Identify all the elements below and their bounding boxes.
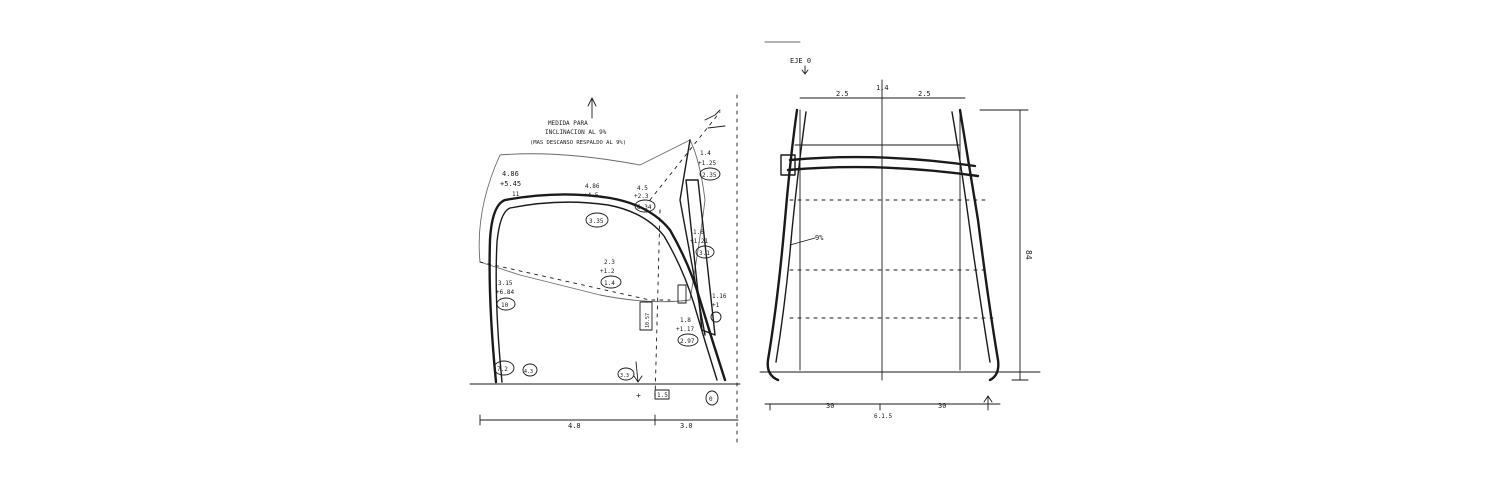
label-top-right-circ: 6.34: [637, 204, 652, 211]
circ-left-mid: [496, 297, 516, 311]
front-top-bar: [788, 155, 977, 168]
circ-upper: [585, 212, 609, 228]
backrest-dashed: [649, 111, 721, 201]
slope-leader: [789, 237, 816, 246]
label-top-left-b: +5.45: [500, 180, 521, 188]
label-top-mid-b: +4.5: [584, 192, 599, 199]
side-note-line-2: INCLINACION AL 9%: [545, 129, 607, 136]
label-bottom-left-circ2: 4.3: [524, 369, 533, 375]
circ-bottom-mid: [617, 367, 635, 381]
side-note-line-1: MEDIDA PARA: [548, 120, 588, 127]
bottom-mid-tick: [633, 361, 643, 383]
circ-right-low: [677, 333, 699, 347]
label-right-low-circ: 2.97: [680, 338, 695, 345]
circ-right-top: [699, 167, 721, 181]
box-side-mark-2: [677, 284, 687, 304]
circ-top-right: [634, 199, 656, 213]
label-bottom-box: 1.5: [657, 392, 668, 399]
label-right-low-a: 1.8: [680, 317, 691, 324]
label-bottom-dim-left: 30: [826, 402, 834, 410]
box-side-mark: [639, 301, 653, 331]
label-top-dim-right: 2.5: [918, 90, 931, 98]
box-bottom: [654, 389, 670, 400]
side-diagonal-guide: [479, 261, 671, 301]
label-right-mid-b: +1.21: [690, 238, 708, 245]
label-bottom-dim-right: 30: [938, 402, 946, 410]
label-mid-circ: 1.4: [604, 280, 615, 287]
label-right-top-b: +1.25: [698, 160, 716, 167]
label-mid-a: 2.3: [604, 259, 615, 266]
label-right-mid-a: 1.6: [693, 229, 704, 236]
circ-bottom-left-2: [522, 363, 538, 377]
label-top-marker: EJE 0: [790, 57, 811, 65]
label-top-left-c: 11: [512, 191, 520, 198]
backrest-bar-1: [679, 139, 706, 336]
label-left-mid-circ: 10: [501, 302, 509, 309]
front-frame-left: [766, 108, 799, 382]
label-dim-bottom-left: 4.8: [568, 422, 581, 430]
label-far-right-a: 1.16: [712, 293, 727, 300]
label-top-dim-left: 2.5: [836, 90, 849, 98]
side-note-line-3: (MAS DESCANSO RESPALDO AL 9%): [530, 140, 626, 146]
side-frame-inner: [495, 201, 718, 383]
side-frame-main: [488, 193, 727, 384]
label-upper-circ: 3.35: [589, 218, 604, 225]
front-top-bar-2: [786, 165, 980, 178]
label-top-right-a: 4.5: [637, 185, 648, 192]
label-right-low-b: +1.17: [676, 326, 694, 333]
circ-bottom-right: [705, 390, 719, 406]
label-left-mid-a: 3.15: [498, 280, 513, 287]
backrest-tick: [704, 109, 726, 129]
label-right-top-a: 1.4: [700, 150, 711, 157]
side-vertical-guide-2: [654, 209, 661, 401]
top-marker-arrow: [801, 65, 809, 75]
label-top-dim-mid: 1.4: [876, 84, 889, 92]
circ-far-right: [710, 311, 722, 323]
label-box: 10.57: [645, 313, 651, 328]
side-view: MEDIDA PARA INCLINACION AL 9% (MAS DESCA…: [469, 94, 741, 446]
label-far-right-b: +1: [712, 302, 720, 309]
circ-right-mid: [695, 245, 715, 259]
label-plus-mark: +: [636, 391, 641, 400]
label-mid-b: +1.2: [600, 268, 615, 275]
circ-mid: [600, 275, 622, 289]
label-dim-bottom-right: 3.0: [680, 422, 693, 430]
label-top-left-a: 4.86: [502, 170, 519, 178]
front-frame-left-inner: [775, 111, 807, 363]
label-slope: 9%: [815, 234, 824, 242]
front-height-dim: [979, 109, 1029, 381]
label-right-mid-circ: 3.1: [699, 250, 710, 257]
label-right-top-circ: 2.35: [702, 172, 717, 179]
label-bottom-left-circ1: 7.2: [497, 366, 508, 373]
side-dim-line: [479, 414, 739, 426]
backrest-bar-2: [685, 179, 716, 336]
label-bottom-mid-circ: 3.3: [620, 373, 629, 379]
front-frame-right: [958, 108, 1000, 382]
label-left-mid-b: +6.84: [496, 289, 514, 296]
front-bottom-dim: [769, 395, 993, 411]
front-view: EJE 0 2.5 1.4 2.5 9% 84 30 6.1.5: [759, 41, 1041, 420]
front-left-joint: [780, 154, 796, 176]
label-bottom-dim-mid: 6.1.5: [874, 413, 892, 420]
circ-bottom-left-1: [493, 360, 515, 376]
label-top-mid-a: 4.86: [585, 183, 600, 190]
front-dashed-mid: [789, 199, 996, 319]
note-arrow: [587, 97, 597, 119]
label-top-right-b: +2.3: [634, 193, 649, 200]
front-frame-right-inner: [951, 111, 991, 363]
label-height: 84: [1024, 250, 1033, 260]
label-bottom-right-circ: 0: [709, 396, 713, 403]
